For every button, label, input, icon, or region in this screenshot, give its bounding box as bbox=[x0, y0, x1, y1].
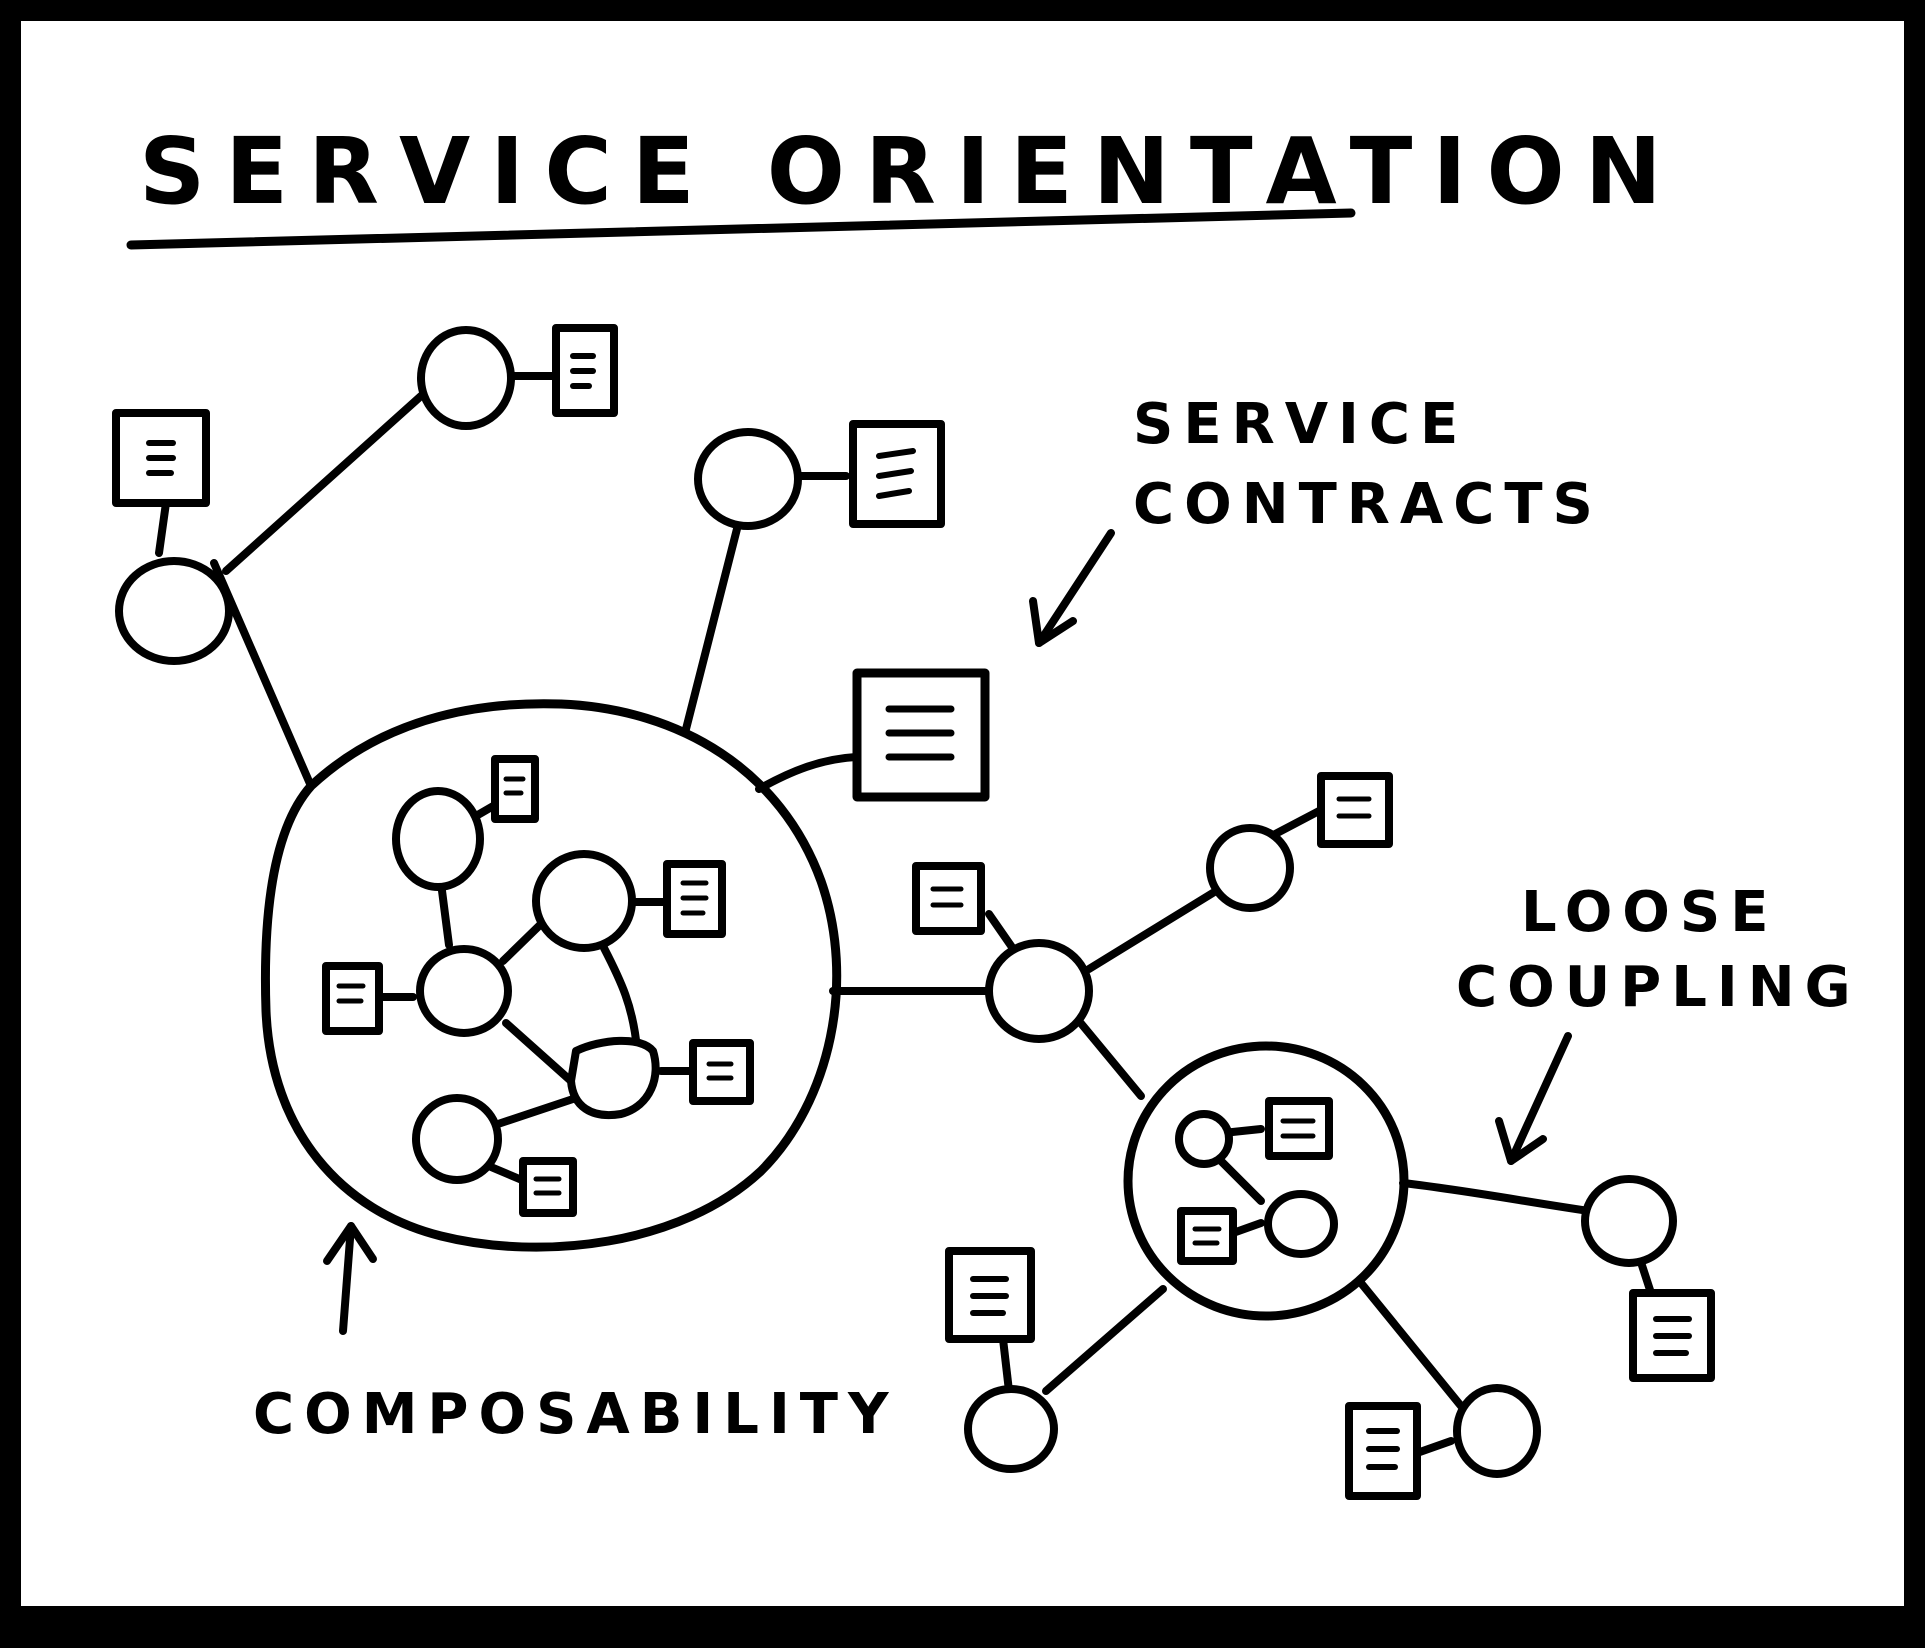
service-node bbox=[964, 1385, 1058, 1473]
service-node bbox=[115, 557, 233, 665]
label-composability: COMPOSABILITY bbox=[253, 1382, 899, 1447]
inner-service-node bbox=[1264, 1190, 1338, 1258]
service-contracts bbox=[112, 324, 1715, 1500]
service-orientation-diagram: SERVICE ORIENTATION SERVICE CONTRACTS LO… bbox=[112, 118, 1861, 1500]
service-node bbox=[1206, 824, 1294, 912]
contract-document bbox=[1317, 772, 1393, 848]
inner-service-node bbox=[567, 1036, 660, 1120]
hub-service-node bbox=[985, 939, 1093, 1043]
inner-service-node bbox=[416, 945, 512, 1037]
title-underline bbox=[126, 208, 1356, 250]
composite-service-circle-small bbox=[1123, 1041, 1409, 1321]
contract-document bbox=[552, 324, 618, 417]
label-loose-coupling-line2: COUPLING bbox=[1456, 955, 1861, 1020]
contract-document bbox=[852, 668, 990, 802]
service-node bbox=[694, 428, 802, 530]
contract-document bbox=[849, 420, 945, 528]
inner-service-node bbox=[532, 850, 636, 952]
service-nodes bbox=[115, 326, 1677, 1478]
arrow-service-contracts bbox=[1029, 529, 1115, 647]
contract-document bbox=[663, 860, 726, 938]
contract-document bbox=[491, 755, 539, 823]
service-node bbox=[1453, 1384, 1541, 1478]
contract-document bbox=[689, 1039, 754, 1105]
diagram-title: SERVICE ORIENTATION bbox=[139, 118, 1682, 225]
inner-service-node bbox=[412, 1094, 502, 1184]
contract-document bbox=[912, 862, 985, 935]
contract-document bbox=[1265, 1097, 1333, 1160]
inner-service-node bbox=[1175, 1110, 1233, 1168]
callout-arrows bbox=[323, 529, 1572, 1335]
contract-document bbox=[1177, 1207, 1237, 1265]
contract-document bbox=[322, 962, 383, 1035]
contract-document bbox=[1345, 1402, 1421, 1500]
service-node bbox=[1581, 1175, 1677, 1267]
label-loose-coupling-line1: LOOSE bbox=[1521, 880, 1778, 945]
contract-document bbox=[945, 1247, 1035, 1343]
contract-document bbox=[519, 1157, 577, 1217]
inner-service-node bbox=[392, 787, 484, 891]
arrow-loose-coupling bbox=[1495, 1032, 1572, 1165]
label-service-contracts-line2: CONTRACTS bbox=[1133, 472, 1603, 537]
contract-document bbox=[112, 409, 210, 507]
service-node bbox=[417, 326, 515, 430]
arrow-composability bbox=[323, 1222, 377, 1335]
label-service-contracts-line1: SERVICE bbox=[1133, 392, 1468, 457]
composite-service-circle bbox=[260, 699, 842, 1252]
contract-document bbox=[1629, 1289, 1715, 1382]
connection-lines bbox=[155, 372, 1655, 1457]
